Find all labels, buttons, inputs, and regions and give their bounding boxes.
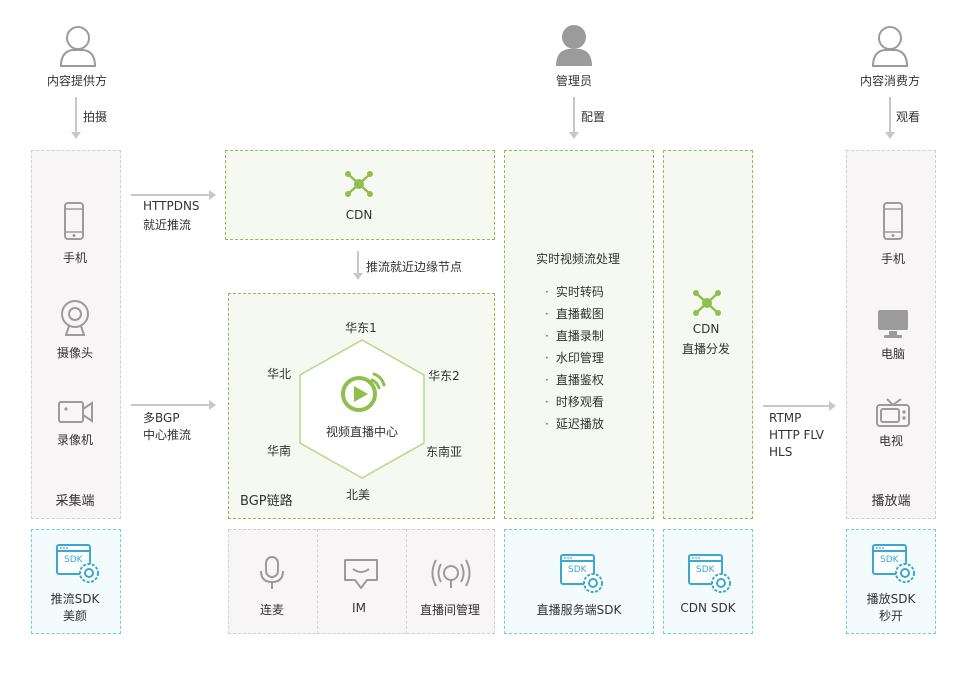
webcam-icon — [61, 300, 89, 336]
capture-phone-icon — [64, 202, 84, 240]
tv-label: 电视 — [878, 434, 904, 448]
push-sdk-label: 推流SDK — [50, 592, 100, 606]
live-center-label: 视频直播中心 — [325, 425, 399, 439]
live-distribution-label: 直播分发 — [681, 342, 731, 356]
region-southeast-asia: 东南亚 — [425, 445, 463, 459]
webcam-label: 摄像头 — [56, 346, 94, 360]
configure-arrow — [573, 97, 575, 132]
region-north: 华北 — [266, 367, 292, 381]
admin-label: 管理员 — [555, 74, 593, 88]
hls-label: HLS — [769, 445, 793, 459]
server-sdk-icon — [560, 554, 603, 593]
region-east1: 华东1 — [345, 321, 377, 335]
output-arrow — [763, 405, 829, 407]
bgp-arrow — [131, 404, 209, 406]
center-push-label: 中心推流 — [143, 428, 192, 442]
tv-icon — [876, 398, 910, 427]
push-sdk-icon — [56, 544, 99, 583]
cdn-sdk-icon — [688, 554, 731, 593]
http-flv-label: HTTP FLV — [769, 428, 825, 442]
cdn-network-icon — [345, 171, 373, 197]
admin-person-icon — [556, 25, 592, 66]
desktop-label: 电脑 — [880, 347, 906, 361]
region-south: 华南 — [266, 444, 292, 458]
instant-open-label: 秒开 — [878, 609, 904, 623]
bgp-arrow-head — [209, 400, 216, 410]
configure-arrow-head — [569, 132, 579, 139]
processing-item: 水印管理 — [545, 349, 604, 366]
shoot-arrow-head — [71, 132, 81, 139]
processing-item: 直播鉴权 — [545, 371, 604, 388]
processing-item: 延迟播放 — [545, 415, 604, 432]
shoot-arrow — [75, 97, 77, 132]
cdn-sdk-label: CDN SDK — [680, 601, 736, 615]
microphone-icon — [260, 556, 284, 589]
player-phone-label: 手机 — [880, 252, 906, 266]
player-sdk-badge: SDK — [880, 555, 899, 565]
configure-label: 配置 — [581, 110, 606, 124]
server-sdk-label: 直播服务端SDK — [536, 603, 622, 617]
video-camera-label: 录像机 — [56, 433, 94, 447]
video-camera-icon — [58, 401, 93, 423]
watch-arrow — [889, 97, 891, 132]
edge-push-arrow — [357, 251, 359, 273]
processing-item: 直播截图 — [545, 305, 604, 322]
processing-title: 实时视频流处理 — [535, 252, 621, 266]
cdn-dist-network-icon — [693, 290, 721, 316]
im-label: IM — [352, 601, 366, 615]
player-footer: 播放端 — [871, 494, 911, 509]
edge-push-label: 推流就近边缘节点 — [366, 260, 463, 274]
tools-divider-1 — [317, 529, 318, 634]
push-sdk-badge: SDK — [64, 555, 83, 565]
watch-label: 观看 — [896, 110, 921, 124]
nearby-push-label: 就近推流 — [143, 218, 192, 232]
httpdns-arrow — [131, 194, 209, 196]
processing-item: 实时转码 — [545, 283, 604, 300]
region-north-america: 北美 — [345, 488, 371, 502]
cdn-sdk-badge: SDK — [696, 565, 715, 575]
bgp-footer: BGP链路 — [240, 494, 293, 509]
co-stream-label: 连麦 — [259, 603, 285, 617]
cdn-dist-panel — [663, 150, 753, 519]
chat-icon — [344, 559, 378, 589]
player-sdk-label: 播放SDK — [866, 592, 916, 606]
processing-item: 直播录制 — [545, 327, 604, 344]
consumer-label: 内容消费方 — [859, 74, 921, 88]
rtmp-label: RTMP — [769, 411, 802, 425]
httpdns-arrow-head — [209, 190, 216, 200]
httpdns-label: HTTPDNS — [143, 199, 200, 213]
live-play-icon — [341, 372, 386, 412]
output-arrow-head — [829, 401, 836, 411]
region-east2: 华东2 — [428, 369, 460, 383]
capture-phone-label: 手机 — [62, 251, 88, 265]
cdn-panel — [225, 150, 495, 240]
server-sdk-badge: SDK — [568, 565, 587, 575]
watch-arrow-head — [885, 132, 895, 139]
room-management-label: 直播间管理 — [419, 603, 481, 617]
provider-person-icon — [59, 26, 97, 67]
provider-label: 内容提供方 — [46, 74, 108, 88]
player-sdk-icon — [872, 544, 915, 583]
consumer-person-icon — [871, 26, 909, 67]
shoot-label: 拍摄 — [83, 110, 108, 124]
capture-footer: 采集端 — [55, 494, 95, 509]
broadcast-icon — [431, 559, 471, 588]
tools-divider-2 — [406, 529, 407, 634]
desktop-icon — [878, 310, 908, 338]
cdn-label: CDN — [345, 208, 373, 222]
player-phone-icon — [883, 202, 903, 240]
beauty-label: 美颜 — [62, 609, 88, 623]
multi-bgp-label: 多BGP — [143, 411, 180, 425]
edge-push-arrow-head — [353, 273, 363, 280]
processing-item: 时移观看 — [545, 393, 604, 410]
cdn-dist-label: CDN — [692, 322, 720, 336]
